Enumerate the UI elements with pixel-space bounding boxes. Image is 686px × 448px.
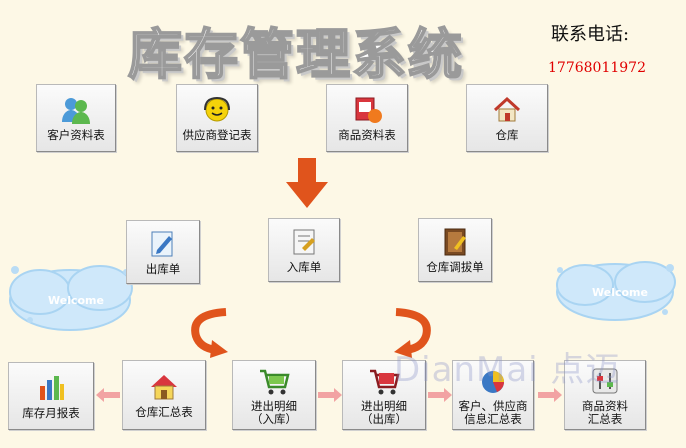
- product-summary-label: 商品资料 汇总表: [582, 398, 628, 426]
- shopping-cart-red-icon: [370, 369, 400, 394]
- right-cloud-text: Welcome: [592, 286, 648, 299]
- pie-chart-icon: [482, 370, 504, 393]
- supplier-register-button[interactable]: 供应商登记表: [176, 84, 258, 152]
- left-arrow-pink-1: [96, 388, 120, 402]
- users-icon: [62, 98, 90, 124]
- warehouse-house-icon: [151, 375, 177, 400]
- outbound-order-button[interactable]: 出库单: [126, 220, 200, 284]
- warehouse-button[interactable]: 仓库: [466, 84, 548, 152]
- edit-document-icon: [151, 231, 173, 257]
- left-cloud: [9, 265, 133, 331]
- product-info-button[interactable]: 商品资料表: [326, 84, 408, 152]
- warehouse-transfer-label: 仓库调拔单: [426, 260, 484, 274]
- page-title: 库存管理系统: [127, 22, 464, 87]
- contact-phone: 17768011972: [548, 60, 646, 76]
- document-form-icon: [293, 229, 315, 255]
- notebook-icon: [444, 228, 466, 256]
- customer-info-button[interactable]: 客户资料表: [36, 84, 116, 152]
- io-detail-outbound-label: 进出明细 （出库）: [361, 398, 407, 426]
- product-info-label: 商品资料表: [338, 128, 396, 142]
- contact-label: 联系电话:: [551, 24, 630, 45]
- curved-arrow-left-icon: [191, 308, 228, 358]
- inbound-order-button[interactable]: 入库单: [268, 218, 340, 282]
- right-cloud: [556, 261, 676, 321]
- warehouse-summary-label: 仓库汇总表: [135, 405, 193, 419]
- product-summary-button[interactable]: 商品资料 汇总表: [564, 360, 646, 430]
- down-arrow-icon: [286, 158, 328, 208]
- right-arrow-pink-3: [538, 388, 562, 402]
- supplier-register-label: 供应商登记表: [182, 128, 252, 142]
- io-detail-inbound-label: 进出明细 （入库）: [251, 398, 297, 426]
- shopping-cart-green-icon: [260, 369, 290, 394]
- customer-info-label: 客户资料表: [47, 128, 105, 142]
- watermark-text: DianMai 点迈: [394, 350, 621, 390]
- io-detail-outbound-button[interactable]: 进出明细 （出库）: [342, 360, 426, 430]
- bar-chart-icon: [40, 376, 64, 400]
- right-arrow-pink-1: [318, 388, 342, 402]
- party-summary-label: 客户、供应商 信息汇总表: [458, 398, 528, 426]
- stars: [11, 264, 674, 323]
- left-cloud-text: Welcome: [48, 294, 104, 307]
- warehouse-transfer-button[interactable]: 仓库调拔单: [418, 218, 492, 282]
- inbound-order-label: 入库单: [286, 260, 322, 274]
- party-summary-button[interactable]: 客户、供应商 信息汇总表: [452, 360, 534, 430]
- product-box-icon: [355, 97, 382, 123]
- warehouse-label: 仓库: [495, 128, 519, 142]
- monthly-stock-report-label: 库存月报表: [22, 406, 80, 420]
- settings-sliders-icon: [592, 368, 618, 393]
- curved-arrow-right-icon: [394, 308, 431, 358]
- warehouse-summary-button[interactable]: 仓库汇总表: [122, 360, 206, 430]
- outbound-order-label: 出库单: [145, 262, 181, 276]
- io-detail-inbound-button[interactable]: 进出明细 （入库）: [232, 360, 316, 430]
- right-arrow-pink-2: [428, 388, 452, 402]
- house-icon: [493, 96, 521, 122]
- support-headset-icon: [204, 96, 230, 122]
- monthly-stock-report-button[interactable]: 库存月报表: [8, 362, 94, 430]
